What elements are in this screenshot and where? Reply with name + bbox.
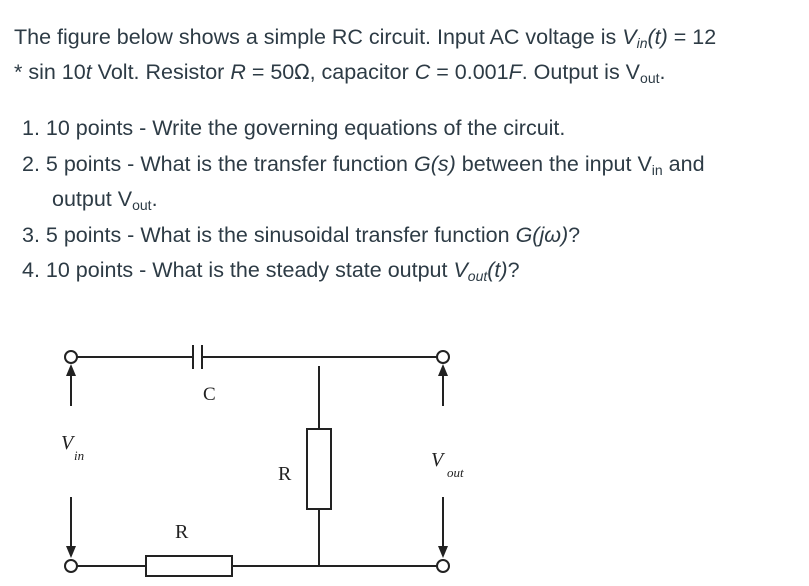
question-1: 1. 10 points - Write the governing equat…: [22, 116, 566, 140]
input-terminal-bottom: [64, 559, 78, 573]
output-terminal-bottom: [436, 559, 450, 573]
input-terminal-top: [64, 350, 78, 364]
problem-text: The figure below shows a simple RC circu…: [14, 25, 623, 49]
question-2-continued: output Vout.: [52, 187, 158, 213]
capacitor-label: C: [203, 384, 216, 405]
shunt-resistor: [306, 428, 332, 510]
r-variable: R: [230, 60, 246, 84]
question-2: 2. 5 points - What is the transfer funct…: [22, 151, 705, 178]
problem-text: Volt. Resistor: [91, 60, 231, 84]
vin-subscript: in: [74, 448, 84, 463]
vin-arrow-up-head: [66, 364, 76, 376]
question-list: 1. 10 points - Write the governing equat…: [22, 111, 802, 289]
ohm-symbol: Ω: [294, 60, 310, 84]
problem-text: = 50: [245, 60, 295, 84]
series-resistor-label: R: [175, 521, 189, 543]
farad-unit: F: [508, 60, 522, 84]
problem-text: * sin 10: [14, 60, 86, 84]
series-resistor: [145, 555, 233, 577]
c-variable: C: [414, 60, 431, 84]
vout-arrow-up-head: [438, 364, 448, 376]
shunt-resistor-label: R: [278, 463, 292, 485]
problem-text: = 12: [667, 25, 717, 49]
vout-subscript: out: [640, 70, 660, 86]
problem-text: , capacitor: [309, 60, 415, 84]
vout-subscript: out: [447, 465, 464, 480]
vout-arrow-down-head: [438, 546, 448, 558]
rc-circuit-diagram: C R R V in V out: [61, 345, 464, 577]
question-3: 3. 5 points - What is the sinusoidal tra…: [22, 222, 581, 247]
vin-arrow-down-head: [66, 546, 76, 558]
t-variable: t: [85, 60, 92, 84]
problem-statement: The figure below shows a simple RC circu…: [14, 25, 717, 86]
problem-text: . Output is V: [521, 60, 641, 84]
vin-symbol: Vin(t): [622, 25, 668, 51]
vout-label: V: [431, 449, 446, 471]
problem-text: = 0.001: [430, 60, 509, 84]
output-terminal-top: [436, 350, 450, 364]
question-4: 4. 10 points - What is the steady state …: [22, 258, 520, 284]
vin-label: V: [61, 432, 76, 454]
